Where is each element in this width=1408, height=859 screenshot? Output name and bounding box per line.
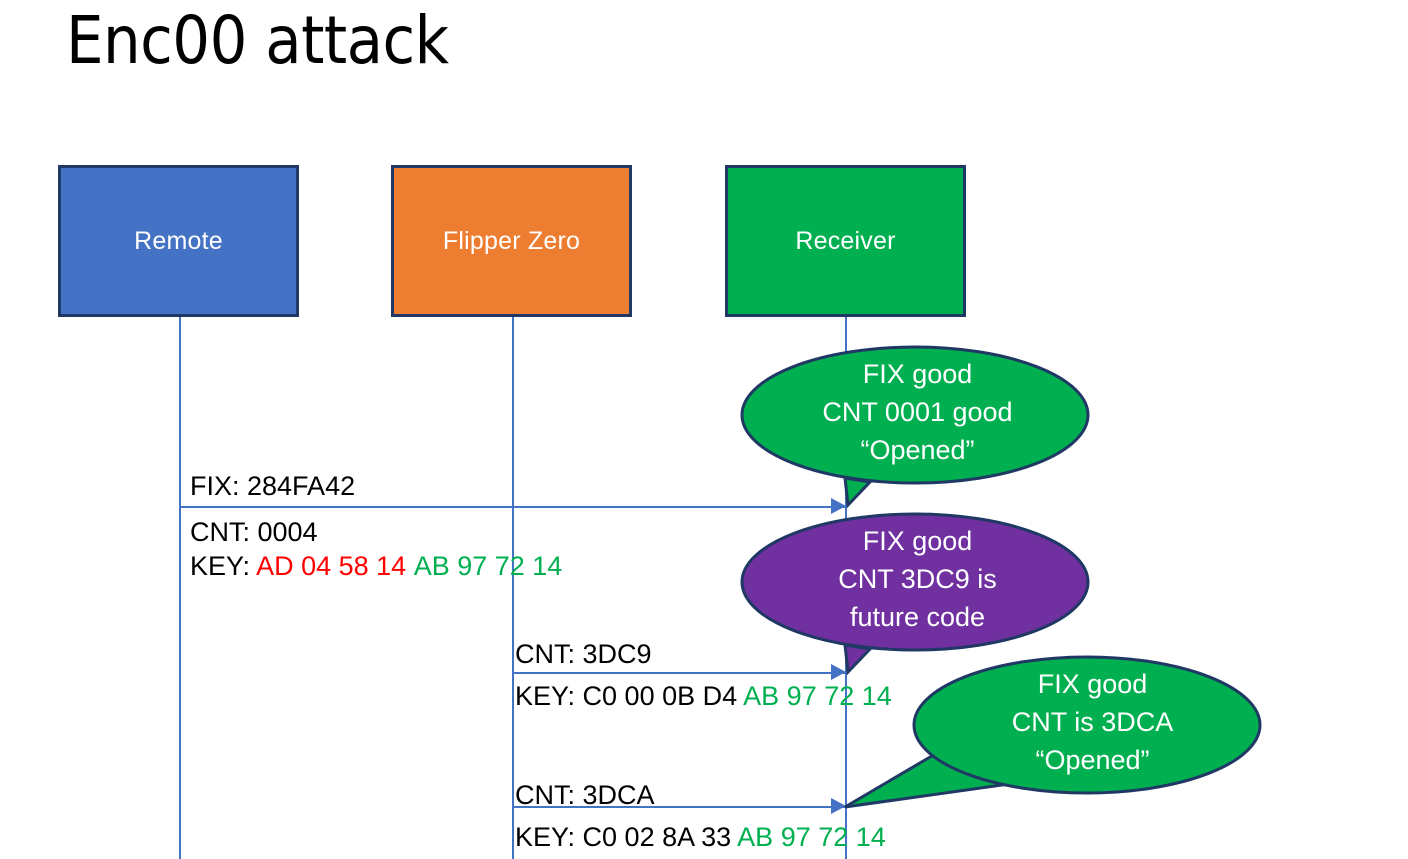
message-arrow-line-3 xyxy=(512,806,846,808)
key-fixed-part-2: AB 97 72 14 xyxy=(743,681,892,711)
key-fixed-part-3: AB 97 72 14 xyxy=(737,822,886,852)
message-label-cnt-3: CNT: 3DCA xyxy=(515,780,655,810)
callout-bubble-2[interactable] xyxy=(740,512,1090,682)
key-prefix-1: KEY: xyxy=(190,551,257,581)
callout-ellipse-2 xyxy=(740,512,1090,652)
key-space-1 xyxy=(406,551,414,581)
actor-label-flipper: Flipper Zero xyxy=(442,226,581,255)
callout-ellipse-3 xyxy=(912,655,1262,795)
message-label-cnt-1: CNT: 0004 xyxy=(190,517,318,547)
actor-box-remote[interactable]: Remote xyxy=(58,165,299,317)
key-prefix-3: KEY: C0 02 8A 33 xyxy=(515,822,738,852)
page-title: Enc00 attack xyxy=(66,2,449,79)
actor-box-flipper[interactable]: Flipper Zero xyxy=(391,165,632,317)
lifeline-flipper xyxy=(512,317,514,859)
message-label-key-3: KEY: C0 02 8A 33 AB 97 72 14 xyxy=(515,817,886,857)
key-rolling-part-1: AD 04 58 14 xyxy=(256,551,407,581)
message-arrow-head-1 xyxy=(831,498,846,514)
lifeline-remote xyxy=(179,317,181,859)
key-fixed-part-1: AB 97 72 14 xyxy=(413,551,563,581)
message-label-fix-1: FIX: 284FA42 xyxy=(190,471,356,501)
message-arrow-line-2 xyxy=(512,672,846,674)
actor-label-receiver: Receiver xyxy=(795,226,896,255)
key-prefix-2: KEY: C0 00 0B D4 xyxy=(515,681,744,711)
message-arrow-line-1 xyxy=(179,506,846,508)
actor-label-remote: Remote xyxy=(134,226,223,255)
message-arrow-head-2 xyxy=(831,664,846,680)
callout-ellipse-1 xyxy=(740,345,1090,485)
actor-box-receiver[interactable]: Receiver xyxy=(725,165,966,317)
message-label-key-1: KEY: AD 04 58 14 AB 97 72 14 xyxy=(190,546,562,586)
callout-bubble-1[interactable] xyxy=(740,345,1090,515)
message-label-cnt-2: CNT: 3DC9 xyxy=(515,639,652,669)
callout-tail-1 xyxy=(843,476,874,509)
message-arrow-head-3 xyxy=(831,798,846,814)
callout-tail-2 xyxy=(843,643,874,676)
message-label-key-2: KEY: C0 00 0B D4 AB 97 72 14 xyxy=(515,676,892,716)
callout-bubble-3[interactable] xyxy=(844,655,1272,830)
